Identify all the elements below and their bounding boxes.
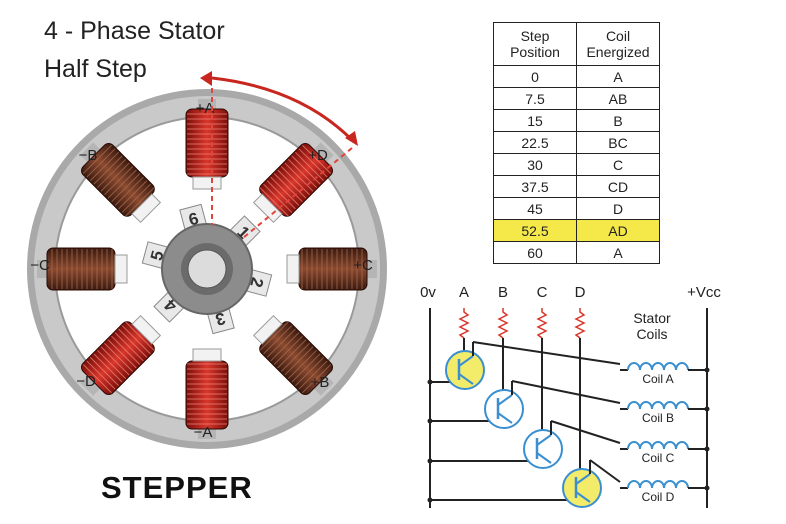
coil-label: −D [76, 373, 96, 390]
input-label-c: C [537, 284, 548, 301]
ground-label: 0v [420, 284, 436, 301]
input-label-d: D [575, 284, 586, 301]
stator-coil [80, 142, 162, 224]
diagram-subtitle: Half Step [44, 55, 147, 83]
rotation-arrow [211, 76, 354, 142]
header-text: Position [510, 44, 560, 60]
stator-coil [252, 142, 334, 224]
coil-label: Coil B [642, 411, 674, 425]
rotor-shaft [187, 249, 227, 289]
resistor [536, 308, 548, 339]
cell-coil-energized: BC [576, 131, 660, 154]
coil-label: +C [353, 257, 373, 274]
arrow-head-right-icon [345, 131, 358, 146]
transistor-collector [458, 355, 474, 367]
resistor [458, 308, 470, 339]
junction-dot [427, 379, 433, 385]
junction-dot [427, 497, 433, 503]
collector-wire [550, 420, 621, 444]
transistor-emitter [497, 412, 513, 424]
coil-label: Coil C [642, 451, 675, 465]
coil-label: −C [30, 257, 50, 274]
transistor-collector [497, 394, 513, 406]
cell-step-position: 22.5 [493, 131, 577, 154]
junction-dot [427, 458, 433, 464]
coil-winding [627, 362, 689, 371]
coil-label: −B [79, 147, 98, 164]
header-text: Coil [605, 28, 631, 44]
collector-wire [589, 459, 621, 483]
transistor-emitter [536, 452, 552, 464]
coil-label: Coil A [642, 372, 673, 386]
cell-coil-energized: C [576, 153, 660, 176]
coil-winding [627, 401, 689, 410]
stator-coil [80, 314, 162, 396]
junction-dot [704, 406, 710, 412]
stator-coils-label: Coils [636, 326, 667, 342]
coil-label: −A [194, 424, 213, 441]
header-text: Energized [586, 44, 650, 60]
junction-dot [704, 446, 710, 452]
coil-label: +D [308, 147, 328, 164]
coil-winding [627, 441, 689, 450]
stepper-caption: STEPPER [101, 470, 253, 505]
stator-coil [286, 247, 377, 291]
transistor [484, 389, 524, 429]
junction-dot [704, 485, 710, 491]
supply-label: +Vcc [687, 284, 721, 301]
resistor [497, 308, 509, 339]
cell-step-position: 52.5 [493, 219, 577, 242]
collector-wire [511, 380, 621, 404]
coil-label: +A [196, 100, 215, 117]
stator-coil [185, 99, 229, 190]
header-text: Step [520, 28, 550, 44]
coil-label: +B [311, 374, 330, 391]
dashed-guide-d [242, 147, 353, 239]
stator-coil [37, 247, 128, 291]
cell-coil-energized: AB [576, 87, 660, 110]
coil-winding [627, 480, 689, 489]
junction-dot [427, 418, 433, 424]
transistor [445, 350, 485, 390]
cell-step-position: 60 [493, 241, 577, 264]
input-label-b: B [498, 284, 508, 301]
transistor [562, 468, 602, 508]
coil-label: Coil D [642, 490, 675, 504]
collector-wire [472, 341, 621, 365]
transistor-emitter [575, 491, 591, 503]
transistor-collector [536, 434, 552, 446]
transistor-emitter [458, 373, 474, 385]
input-label-a: A [459, 284, 469, 301]
cell-coil-energized: A [576, 241, 660, 264]
transistor-collector [575, 473, 591, 485]
diagram-title: 4 - Phase Stator [44, 17, 225, 45]
transistor [523, 429, 563, 469]
junction-dot [704, 367, 710, 373]
stator-coil [185, 348, 229, 439]
stator-coil [252, 314, 334, 396]
resistor [574, 308, 586, 339]
arrow-head-left-icon [200, 71, 212, 86]
stator-coils-label: Stator [633, 310, 671, 326]
